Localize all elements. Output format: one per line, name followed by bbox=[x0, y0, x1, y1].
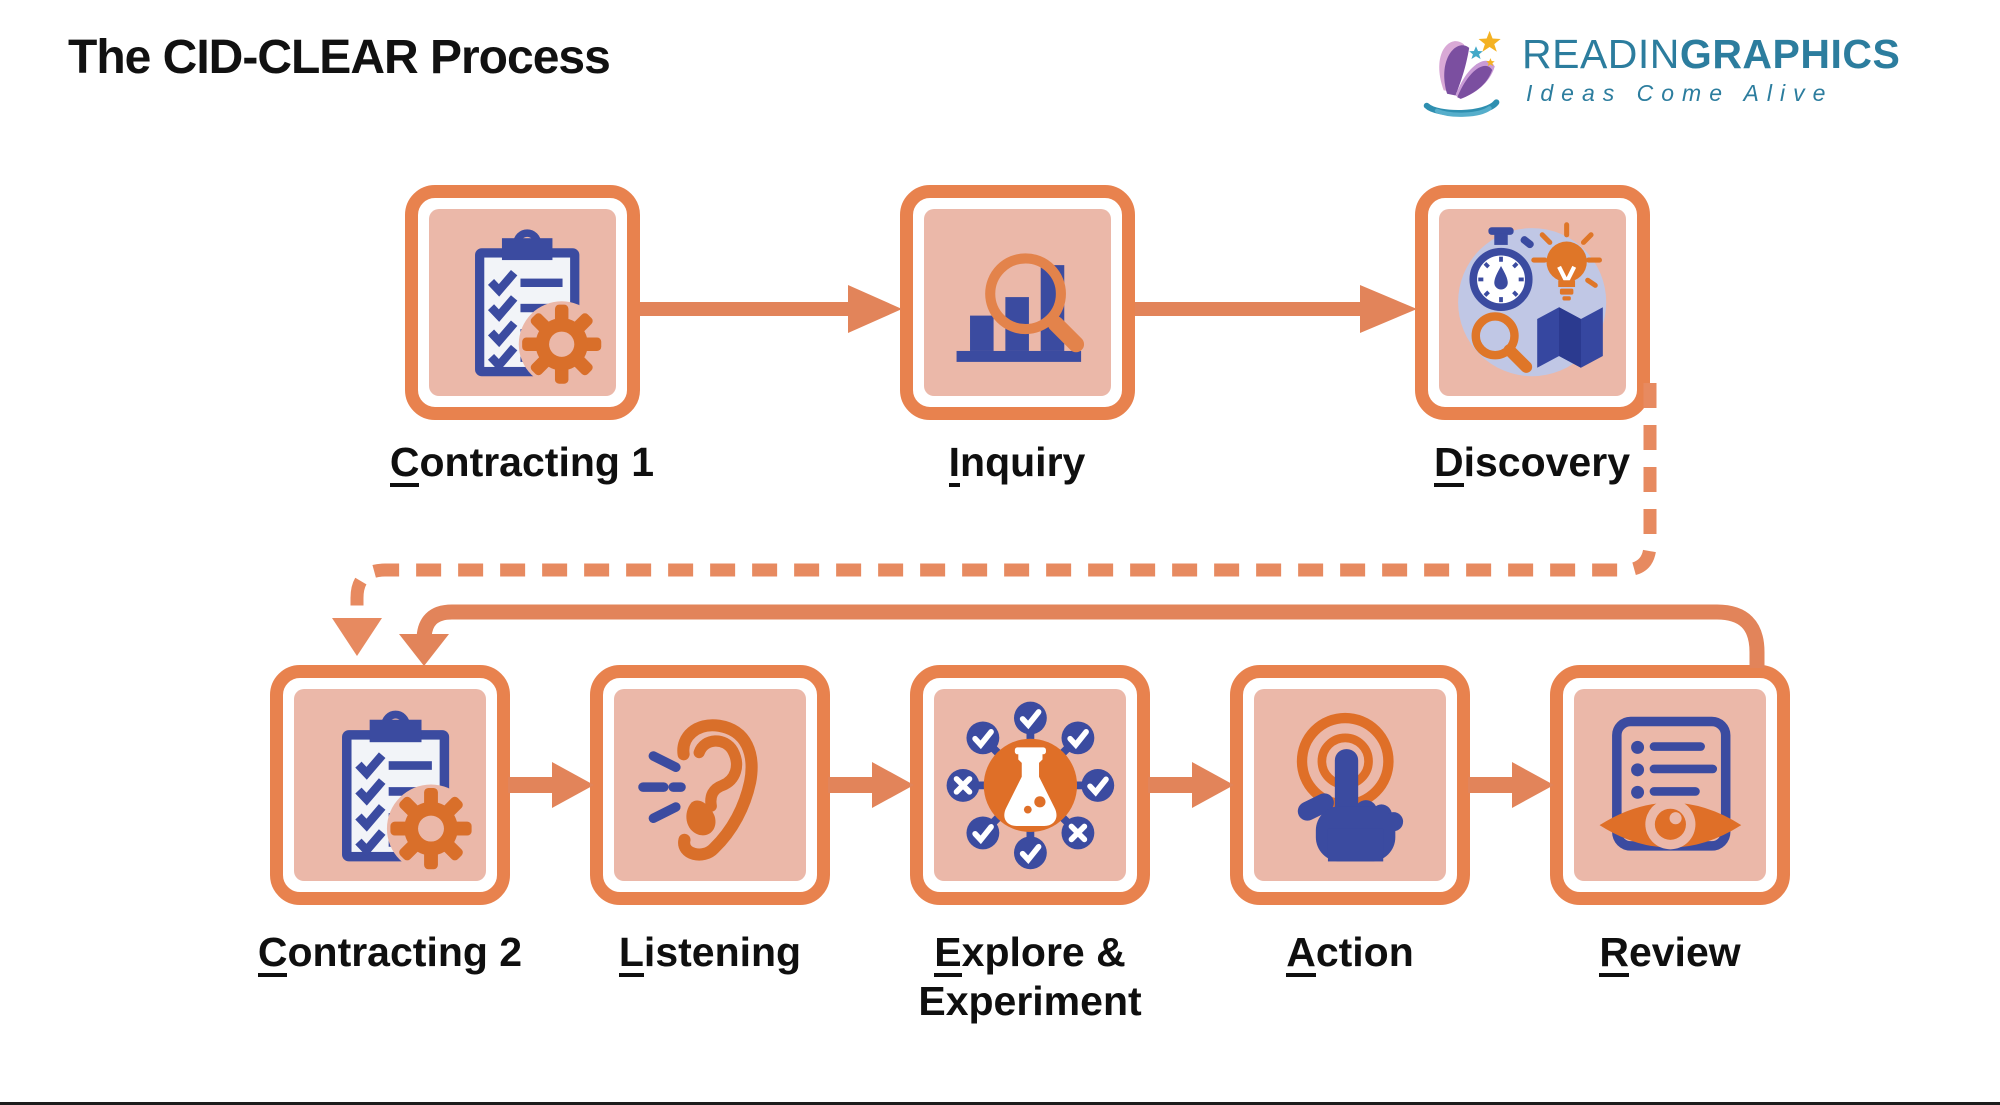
step-discovery-panel bbox=[1439, 209, 1626, 396]
label-inquiry: Inquiry bbox=[948, 439, 1086, 487]
logo-brand: READINGRAPHICS bbox=[1522, 31, 1901, 78]
step-review bbox=[1550, 665, 1790, 905]
label-contracting-1: Contracting 1 bbox=[389, 439, 655, 487]
label-listening: Listening bbox=[618, 929, 802, 977]
step-contracting-1 bbox=[405, 185, 640, 420]
flask-network-icon bbox=[946, 701, 1114, 869]
step-inquiry bbox=[900, 185, 1135, 420]
step-explore-experiment-panel bbox=[934, 689, 1126, 881]
arrow-listening-to-explore bbox=[828, 762, 914, 808]
loop-connector-review-to-contracting2 bbox=[399, 604, 1765, 668]
step-explore-experiment bbox=[910, 665, 1150, 905]
arrow-contracting1-to-inquiry bbox=[640, 285, 902, 333]
label-action: Action bbox=[1286, 929, 1414, 977]
bar-chart-magnifier-icon bbox=[956, 253, 1085, 363]
arrow-contracting2-to-listening bbox=[508, 762, 594, 808]
step-action-panel bbox=[1254, 689, 1446, 881]
butterfly-book-icon bbox=[1423, 30, 1501, 117]
magnifier-icon bbox=[1471, 312, 1533, 374]
ear-icon bbox=[637, 718, 758, 861]
lightbulb-icon bbox=[1531, 222, 1603, 301]
step-contracting-1-panel bbox=[429, 209, 616, 396]
label-review: Review bbox=[1599, 929, 1741, 977]
logo-tagline: Ideas Come Alive bbox=[1526, 79, 1834, 106]
document-eye-icon bbox=[1599, 716, 1741, 851]
step-listening-panel bbox=[614, 689, 806, 881]
step-contracting-2-panel bbox=[294, 689, 486, 881]
stopwatch-icon bbox=[1469, 227, 1535, 312]
step-discovery bbox=[1415, 185, 1650, 420]
step-review-panel bbox=[1574, 689, 1766, 881]
label-explore-experiment: Explore & Experiment bbox=[918, 929, 1142, 1024]
logo-text: READINGRAPHICS Ideas Come Alive bbox=[1522, 33, 1900, 106]
clipboard-gear-icon bbox=[341, 710, 475, 872]
arrow-explore-to-action bbox=[1148, 762, 1234, 808]
dashed-connector-discovery-to-contracting2 bbox=[332, 383, 1657, 656]
map-icon bbox=[1537, 307, 1604, 369]
tap-hand-icon bbox=[1296, 712, 1403, 862]
label-discovery: Discovery bbox=[1433, 439, 1630, 487]
page-title: The CID-CLEAR Process bbox=[68, 31, 611, 84]
stopwatch-bulb-map-magnifier-icon bbox=[1458, 222, 1607, 377]
readingraphics-logo: READINGRAPHICS Ideas Come Alive bbox=[1408, 22, 1900, 118]
arrow-action-to-review bbox=[1468, 762, 1554, 808]
arrow-inquiry-to-discovery bbox=[1135, 285, 1417, 333]
label-contracting-2: Contracting 2 bbox=[257, 929, 523, 977]
bottom-edge-rule bbox=[0, 1102, 2000, 1105]
step-listening bbox=[590, 665, 830, 905]
clipboard-gear-icon bbox=[475, 229, 605, 387]
step-inquiry-panel bbox=[924, 209, 1111, 396]
step-action bbox=[1230, 665, 1470, 905]
step-contracting-2 bbox=[270, 665, 510, 905]
